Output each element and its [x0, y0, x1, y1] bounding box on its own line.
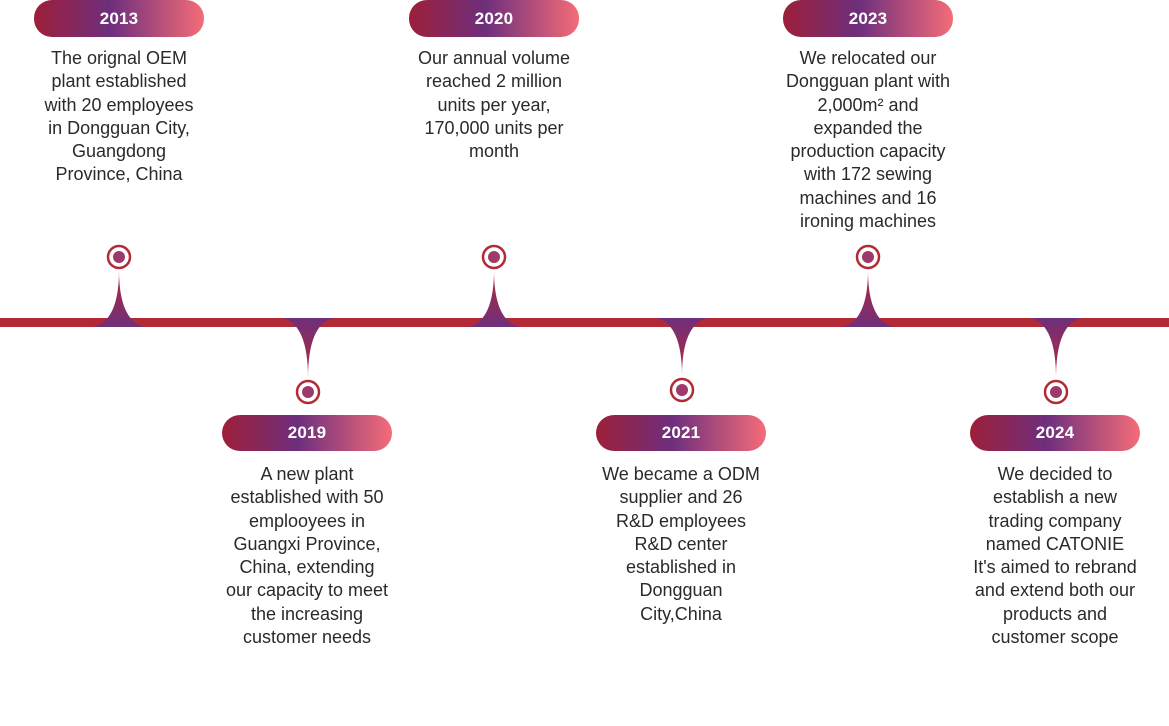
event-2013-text: The orignal OEM plant established with 2… [44, 48, 194, 185]
connector-2024 [1031, 318, 1081, 405]
connector-2023 [843, 244, 893, 327]
year-badge-2019: 2019 [222, 415, 392, 451]
timeline-axis [0, 318, 1169, 327]
year-badge-2024: 2024 [970, 415, 1140, 451]
event-2023-text: We relocated our Dongguan plant with 2,0… [785, 48, 951, 232]
year-badge-2023: 2023 [783, 0, 953, 37]
node-2013-inner [113, 251, 125, 263]
connector-2013 [94, 244, 144, 327]
year-badge-2013: 2013 [34, 0, 204, 37]
event-2021-text: We became a ODM supplier and 26 R&D empl… [602, 464, 760, 624]
connector-2021 [657, 318, 707, 403]
event-2024-text: We decided to establish a new trading co… [973, 464, 1137, 648]
year-badge-2021: 2021 [596, 415, 766, 451]
event-2020-text: Our annual volume reached 2 million unit… [417, 48, 571, 162]
connector-2019 [283, 318, 333, 405]
event-2019-text: A new plant established with 50 emplooye… [225, 464, 389, 648]
connector-2020 [469, 244, 519, 327]
year-badge-2020: 2020 [409, 0, 579, 37]
